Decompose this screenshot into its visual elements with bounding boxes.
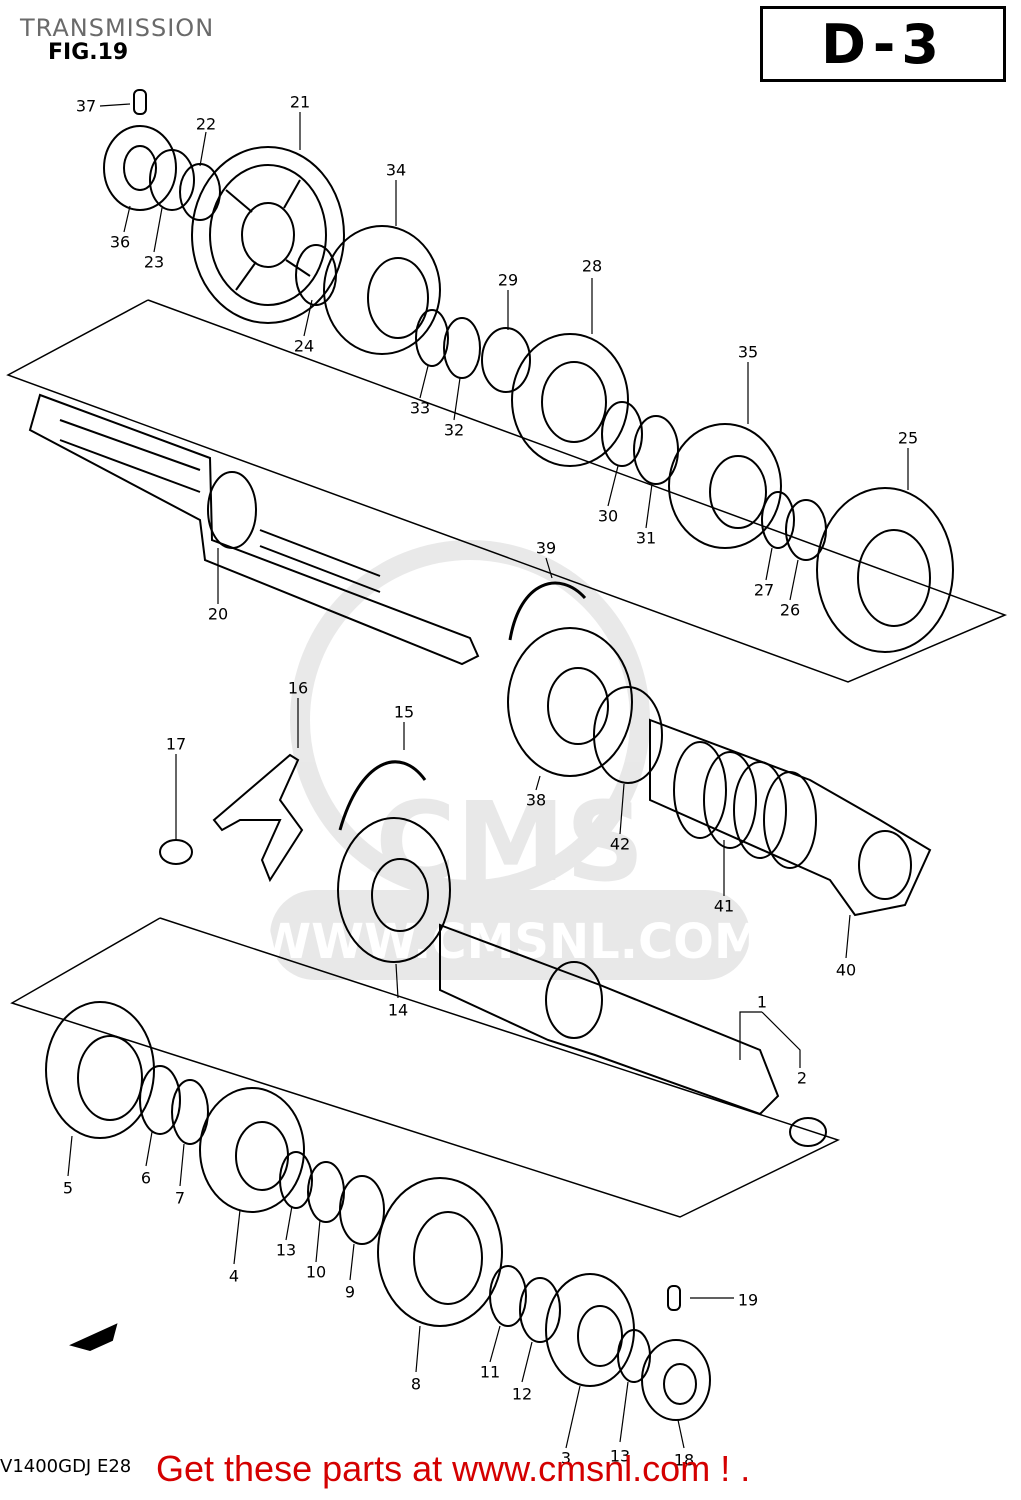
callout-part-32: 32 [443,420,465,440]
callout-part-4: 4 [228,1266,240,1286]
callout-part-20: 20 [207,604,229,624]
callout-part-23: 23 [143,252,165,272]
part-33-circlip [415,309,449,367]
callout-part-28: 28 [581,256,603,276]
callout-part-34: 34 [385,160,407,180]
callout-part-10: 10 [305,1262,327,1282]
section-title: TRANSMISSION [20,14,215,42]
callout-part-41: 41 [713,896,735,916]
part-1-countershaft [439,923,780,1116]
callout-part-7: 7 [174,1188,186,1208]
part-25-gear [816,487,954,653]
callout-part-8: 8 [410,1374,422,1394]
callout-part-2: 2 [796,1068,808,1088]
part-35-gear [668,423,782,549]
callout-part-18: 18 [673,1450,695,1470]
part-11-washer [489,1265,527,1327]
callout-part-30: 30 [597,506,619,526]
callout-part-9: 9 [344,1282,356,1302]
callout-part-38: 38 [525,790,547,810]
callout-part-39: 39 [535,538,557,558]
part-8-gear [377,1177,503,1327]
part-6-washer [139,1065,181,1135]
diagram-code-box: D-3 [760,6,1006,82]
callout-part-14: 14 [387,1000,409,1020]
part-10-washer [307,1161,345,1223]
callout-part-6: 6 [140,1168,152,1188]
part-9-bushing [339,1175,385,1245]
callout-part-25: 25 [897,428,919,448]
part-16-shift-fork [212,753,304,883]
part-4-gear [199,1087,305,1213]
part-2-needle-bearing [789,1117,827,1147]
part-34-gear [323,225,441,355]
callout-part-16: 16 [287,678,309,698]
part-23-washer [149,149,195,211]
part-7-circlip [171,1079,209,1145]
callout-part-19: 19 [737,1290,759,1310]
callout-part-33: 33 [409,398,431,418]
part-32-washer [443,317,481,379]
callout-part-15: 15 [393,702,415,722]
part-5-gear [45,1001,155,1139]
callout-part-29: 29 [497,270,519,290]
callout-part-37: 37 [75,96,97,116]
part-41-spring [673,741,817,869]
part-42-bearing [593,686,663,784]
callout-part-17: 17 [165,734,187,754]
callout-part-26: 26 [779,600,801,620]
promo-link[interactable]: Get these parts at www.cmsnl.com ! . [156,1448,751,1489]
callout-part-11: 11 [479,1362,501,1382]
part-31-washer [633,415,679,485]
figure-label: FIG.19 [48,40,129,65]
part-39-circlip [508,581,587,641]
callout-part-1: 1 [756,992,768,1012]
callout-part-21: 21 [289,92,311,112]
model-code: V1400GDJ E28 [0,1456,132,1477]
part-21-gear [191,146,345,324]
callout-part-40: 40 [835,960,857,980]
watermark-brand: CMS [375,778,644,906]
part-28-gear [511,333,629,467]
callout-part-24: 24 [293,336,315,356]
lower-assembly-bracket [10,917,840,1218]
part-15-circlip [338,760,427,831]
part-14-bearing [337,817,451,963]
callout-part-12: 12 [511,1384,533,1404]
part-20-shaft [28,393,480,666]
part-36-bearing [103,125,177,211]
callout-part-13: 13 [275,1240,297,1260]
callout-part-27: 27 [753,580,775,600]
part-17-screw [159,839,193,865]
part-29-bushing [481,327,531,393]
part-13-circlip-upper [279,1151,313,1209]
upper-assembly-bracket [6,299,1008,683]
cms-watermark: CMS WWW.CMSNL.COM [258,540,762,980]
part-40-output-shaft [649,718,932,917]
leader-lines [67,103,909,1449]
callout-part-42: 42 [609,834,631,854]
part-27-circlip [761,491,795,549]
part-13-circlip-lower [617,1329,651,1383]
callout-part-36: 36 [109,232,131,252]
part-19-pin [667,1285,681,1311]
front-direction-arrow [69,1323,118,1352]
watermark-site: WWW.CMSNL.COM [258,914,762,970]
part-37-pin [133,89,147,115]
part-24-circlip [295,244,337,306]
callout-part-13: 13 [609,1446,631,1466]
callout-part-35: 35 [737,342,759,362]
callout-part-3: 3 [560,1448,572,1468]
part-30-washer [601,401,643,467]
part-12-washer [519,1277,561,1343]
callout-part-5: 5 [62,1178,74,1198]
callout-part-31: 31 [635,528,657,548]
part-18-bearing [641,1339,711,1421]
callout-part-22: 22 [195,114,217,134]
part-38-bearing [507,627,633,777]
